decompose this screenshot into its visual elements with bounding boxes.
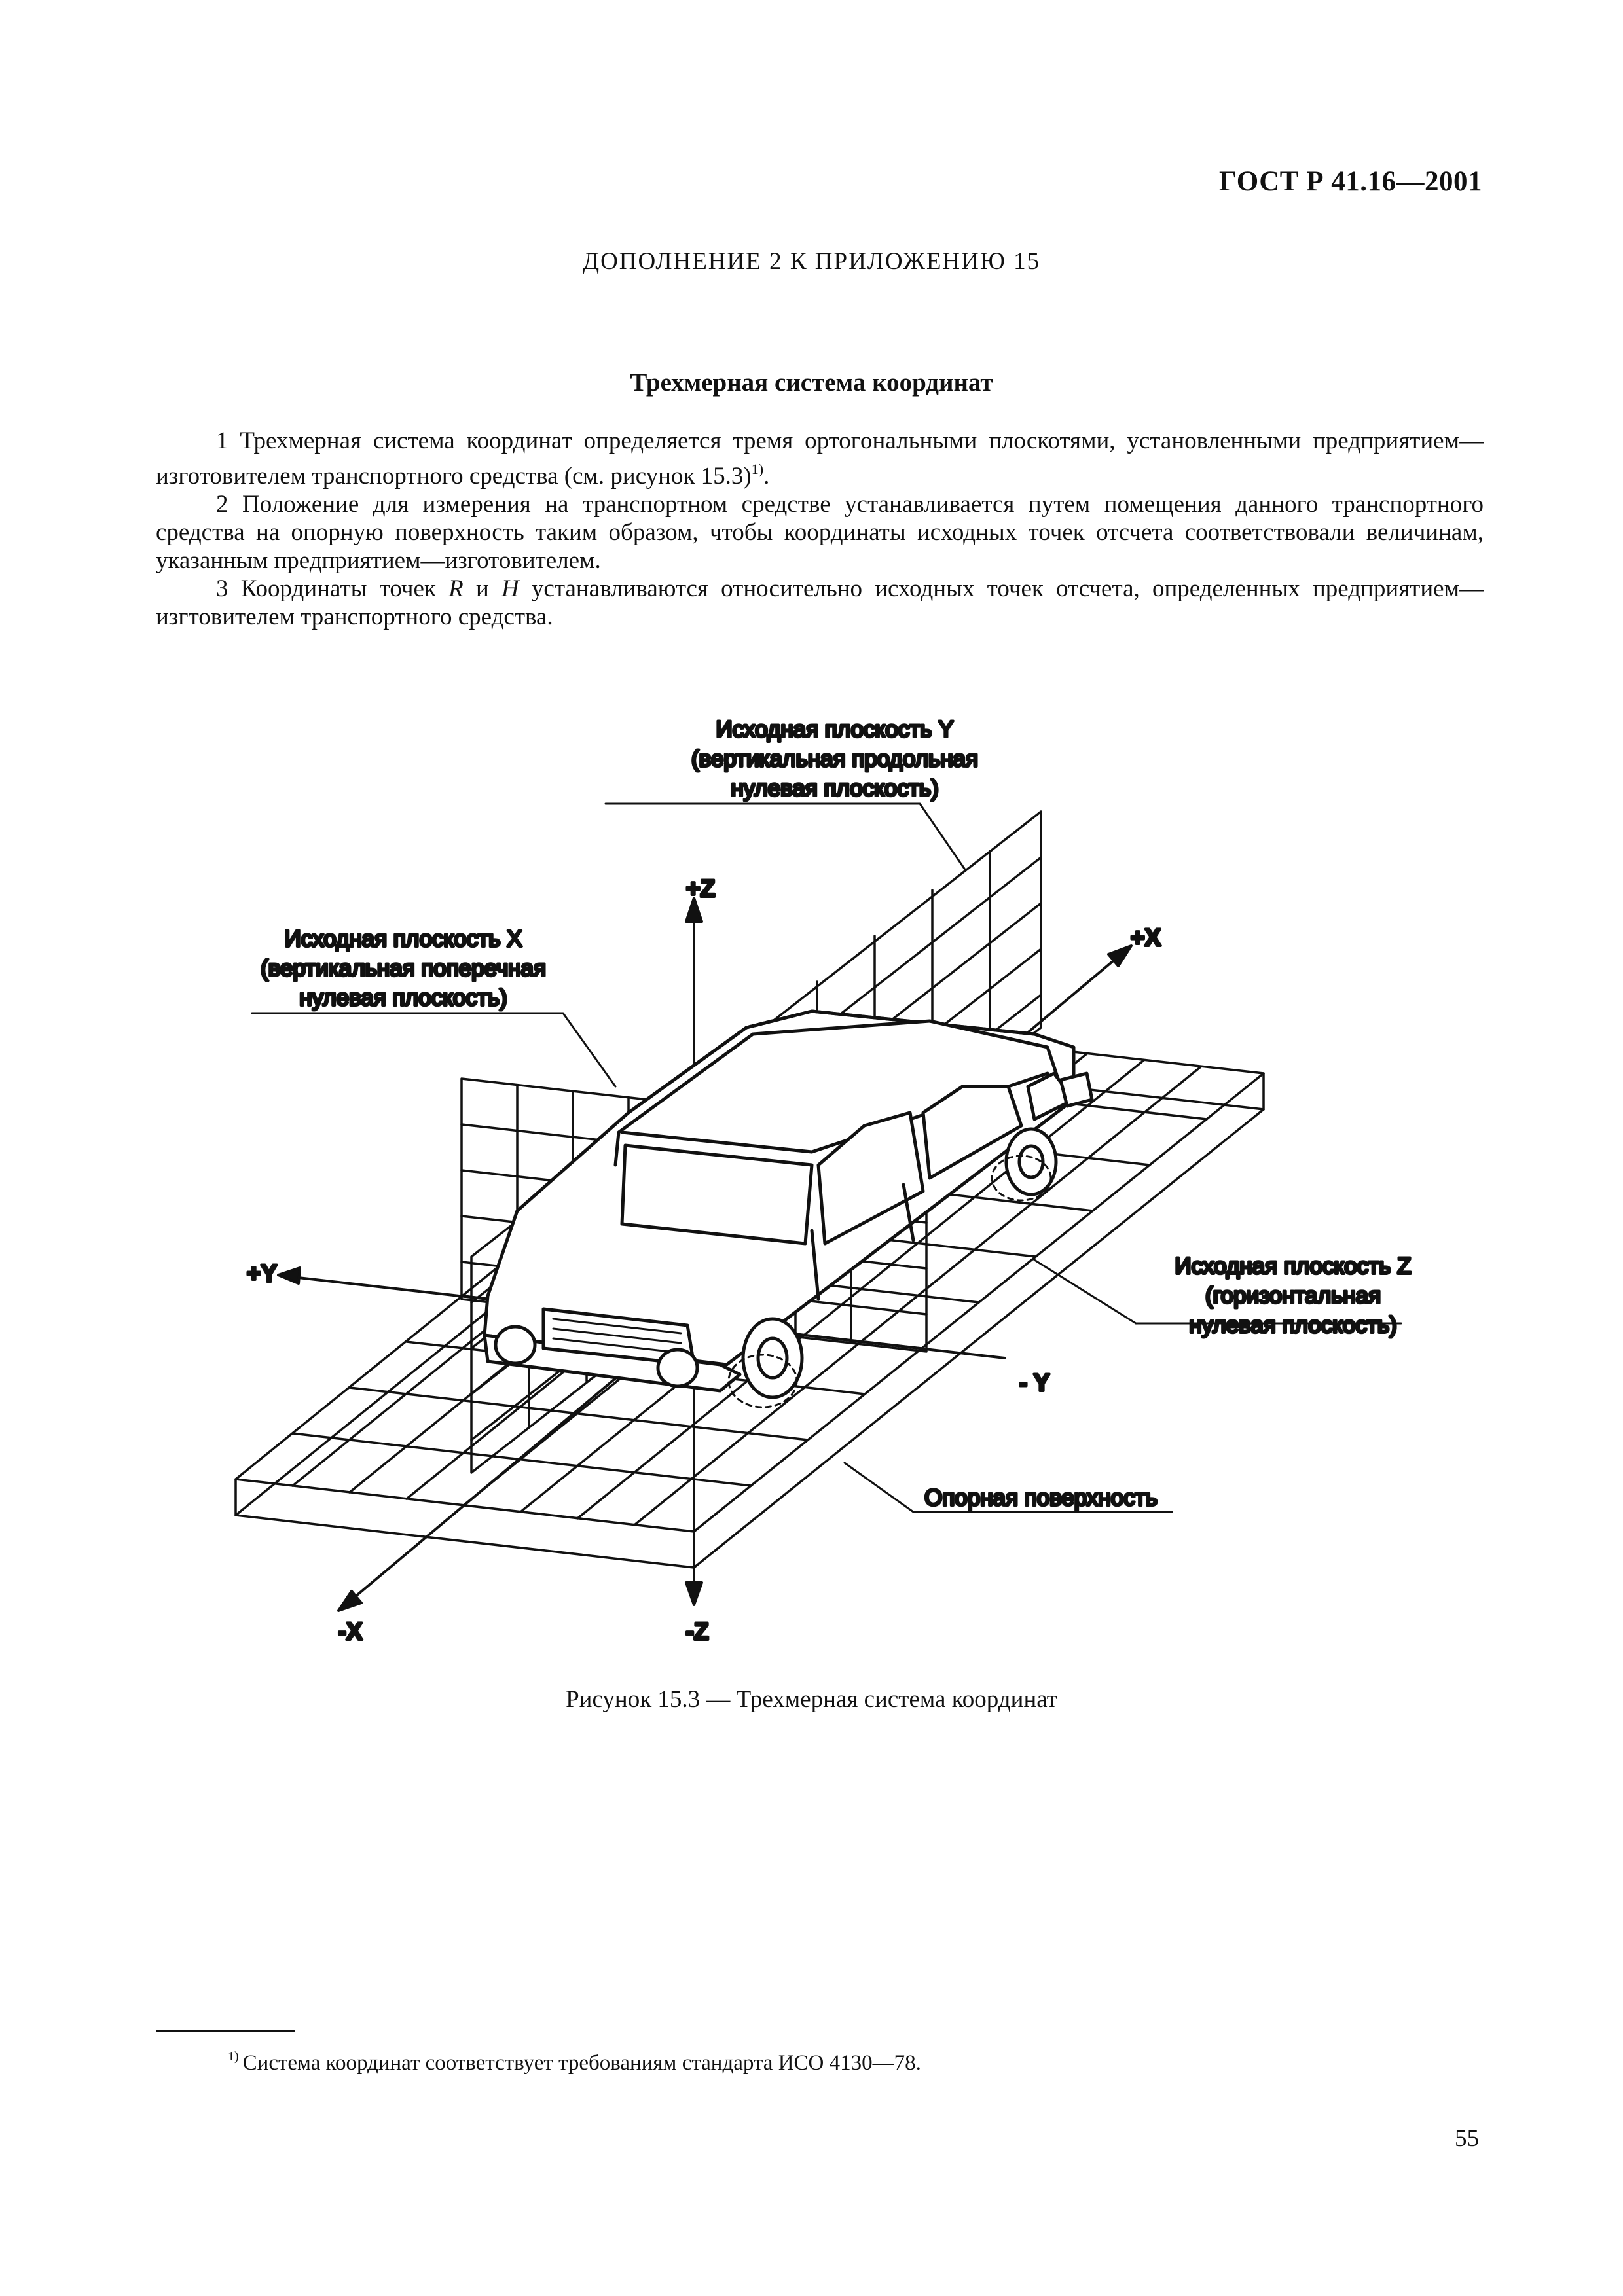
footnote: 1)Система координат соответствует требов… (228, 2049, 921, 2075)
page-number: 55 (1455, 2125, 1479, 2152)
point-r: R (448, 575, 464, 602)
footnote-text: Система координат соответствует требован… (242, 2051, 921, 2075)
body-text: 1 Трехмерная система координат определяе… (156, 427, 1484, 631)
plane-y-label-line2: (вертикальная продольная (691, 746, 978, 772)
label-leaders (251, 802, 1402, 1513)
axis-plus-x-label: +X (1131, 924, 1161, 951)
support-surface-label: Опорная поверхность (924, 1485, 1158, 1511)
paragraph-3-a: 3 Координаты точек (216, 575, 449, 602)
plane-x-label-line3: нулевая плоскость) (299, 985, 507, 1011)
paragraph-1-end: . (763, 463, 770, 490)
appendix-title: ДОПОЛНЕНИЕ 2 К ПРИЛОЖЕНИЮ 15 (582, 248, 1041, 275)
point-h: H (501, 575, 519, 602)
plane-y-label-line1: Исходная плоскость Y (716, 717, 953, 742)
paragraph-2: 2 Положение для измерения на транспортно… (156, 491, 1484, 574)
plane-z-label-line1: Исходная плоскость Z (1175, 1253, 1411, 1279)
plane-z-label-line2: (горизонтальная (1205, 1283, 1381, 1308)
paragraph-3-c: устанавливаются относительно исходных то… (156, 575, 1484, 630)
plane-z-label-line3: нулевая плоскость) (1189, 1312, 1397, 1338)
footnote-ref: 1) (751, 461, 764, 477)
plane-x-label-line1: Исходная плоскость X (284, 926, 522, 952)
paragraph-1: 1 Трехмерная система координат определяе… (156, 427, 1484, 490)
plane-y-label-line3: нулевая плоскость) (731, 776, 939, 801)
axis-minus-x-label: -X (338, 1618, 363, 1645)
paragraph-1-text: 1 Трехмерная система координат определяе… (156, 427, 1484, 490)
axis-plus-z-label: +Z (686, 875, 715, 902)
coordinate-system-figure: Исходная плоскость Y (вертикальная продо… (234, 715, 1413, 1646)
vehicle-drawing (483, 1009, 1094, 1408)
footnote-separator (156, 2030, 295, 2032)
figure-caption: Рисунок 15.3 — Трехмерная система коорди… (566, 1686, 1057, 1713)
document-code: ГОСТ Р 41.16—2001 (1218, 166, 1482, 197)
axis-minus-z-label: -Z (686, 1618, 709, 1645)
paragraph-3-b: и (463, 575, 501, 602)
section-title: Трехмерная система координат (630, 368, 993, 397)
paragraph-3: 3 Координаты точек R и H устанавливаются… (156, 575, 1484, 631)
footnote-mark: 1) (228, 2049, 239, 2064)
axis-minus-y-label: - Y (1019, 1369, 1050, 1396)
axis-plus-y-label: +Y (247, 1260, 278, 1287)
plane-x-label-line2: (вертикальная поперечная (261, 956, 546, 981)
